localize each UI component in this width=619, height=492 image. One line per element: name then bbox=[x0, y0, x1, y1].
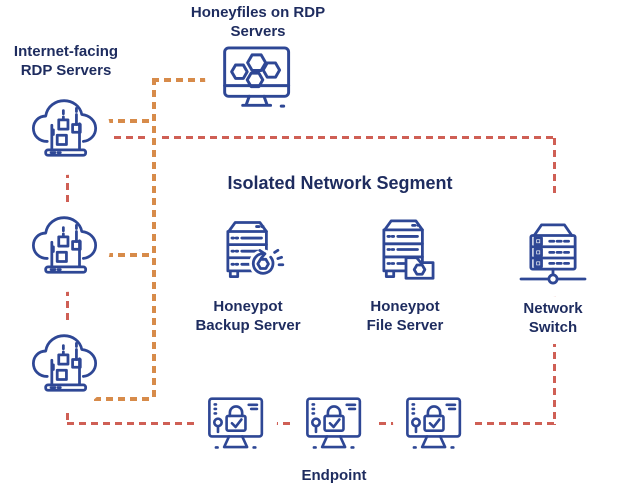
network-switch-label-backdrop bbox=[534, 297, 568, 344]
red-line-switch-drop-upper bbox=[553, 138, 556, 208]
red-line-switch-drop-lower bbox=[553, 292, 556, 425]
orange-line-to-honeyfiles bbox=[152, 78, 209, 82]
red-line-cloud1-cloud2 bbox=[66, 171, 69, 205]
node-internet-rdp-server-2 bbox=[20, 202, 110, 292]
node-endpoint-3 bbox=[393, 381, 475, 463]
node-honeypot-backup-server bbox=[201, 203, 295, 297]
label-honeypot-backup-server: Honeypot Backup Server bbox=[195, 298, 301, 335]
orange-line-cloud3 bbox=[94, 397, 153, 401]
monitor-lock-icon bbox=[208, 397, 264, 450]
cloud-laptop-icon bbox=[32, 216, 98, 274]
label-network-switch: Network Switch bbox=[523, 300, 583, 337]
node-honeyfiles-monitor bbox=[205, 25, 309, 129]
orange-trunk-line bbox=[152, 78, 156, 402]
label-endpoint: Endpoint bbox=[301, 467, 367, 484]
label-honeyfiles-on-rdp-servers: Honeyfiles on RDP Servers bbox=[190, 4, 326, 41]
red-line-rdp-to-switch-top bbox=[90, 136, 557, 139]
orange-line-cloud2 bbox=[94, 253, 153, 257]
server-backup-icon bbox=[226, 221, 285, 280]
cloud-laptop-icon bbox=[32, 334, 98, 392]
node-endpoint-1 bbox=[195, 381, 277, 463]
server-folder-icon bbox=[382, 219, 435, 281]
orange-line-cloud1 bbox=[94, 119, 153, 123]
label-honeypot-file-server: Honeypot File Server bbox=[366, 298, 444, 335]
network-switch-icon bbox=[519, 223, 587, 285]
monitor-lock-icon bbox=[306, 397, 362, 450]
node-internet-rdp-server-3 bbox=[20, 320, 110, 410]
label-internet-facing-rdp-servers: Internet-facing RDP Servers bbox=[13, 43, 119, 80]
monitor-lock-icon bbox=[406, 397, 462, 450]
label-isolated-network-segment: Isolated Network Segment bbox=[227, 173, 453, 193]
red-line-cloud2-cloud3 bbox=[66, 289, 69, 323]
node-honeypot-file-server bbox=[357, 203, 451, 297]
node-endpoint-2 bbox=[293, 381, 375, 463]
monitor-honeycomb-icon bbox=[223, 46, 291, 108]
node-internet-rdp-server-1 bbox=[20, 85, 110, 175]
node-network-switch bbox=[503, 197, 603, 297]
cloud-laptop-icon bbox=[32, 99, 98, 157]
red-line-cloud3-down bbox=[66, 401, 69, 425]
